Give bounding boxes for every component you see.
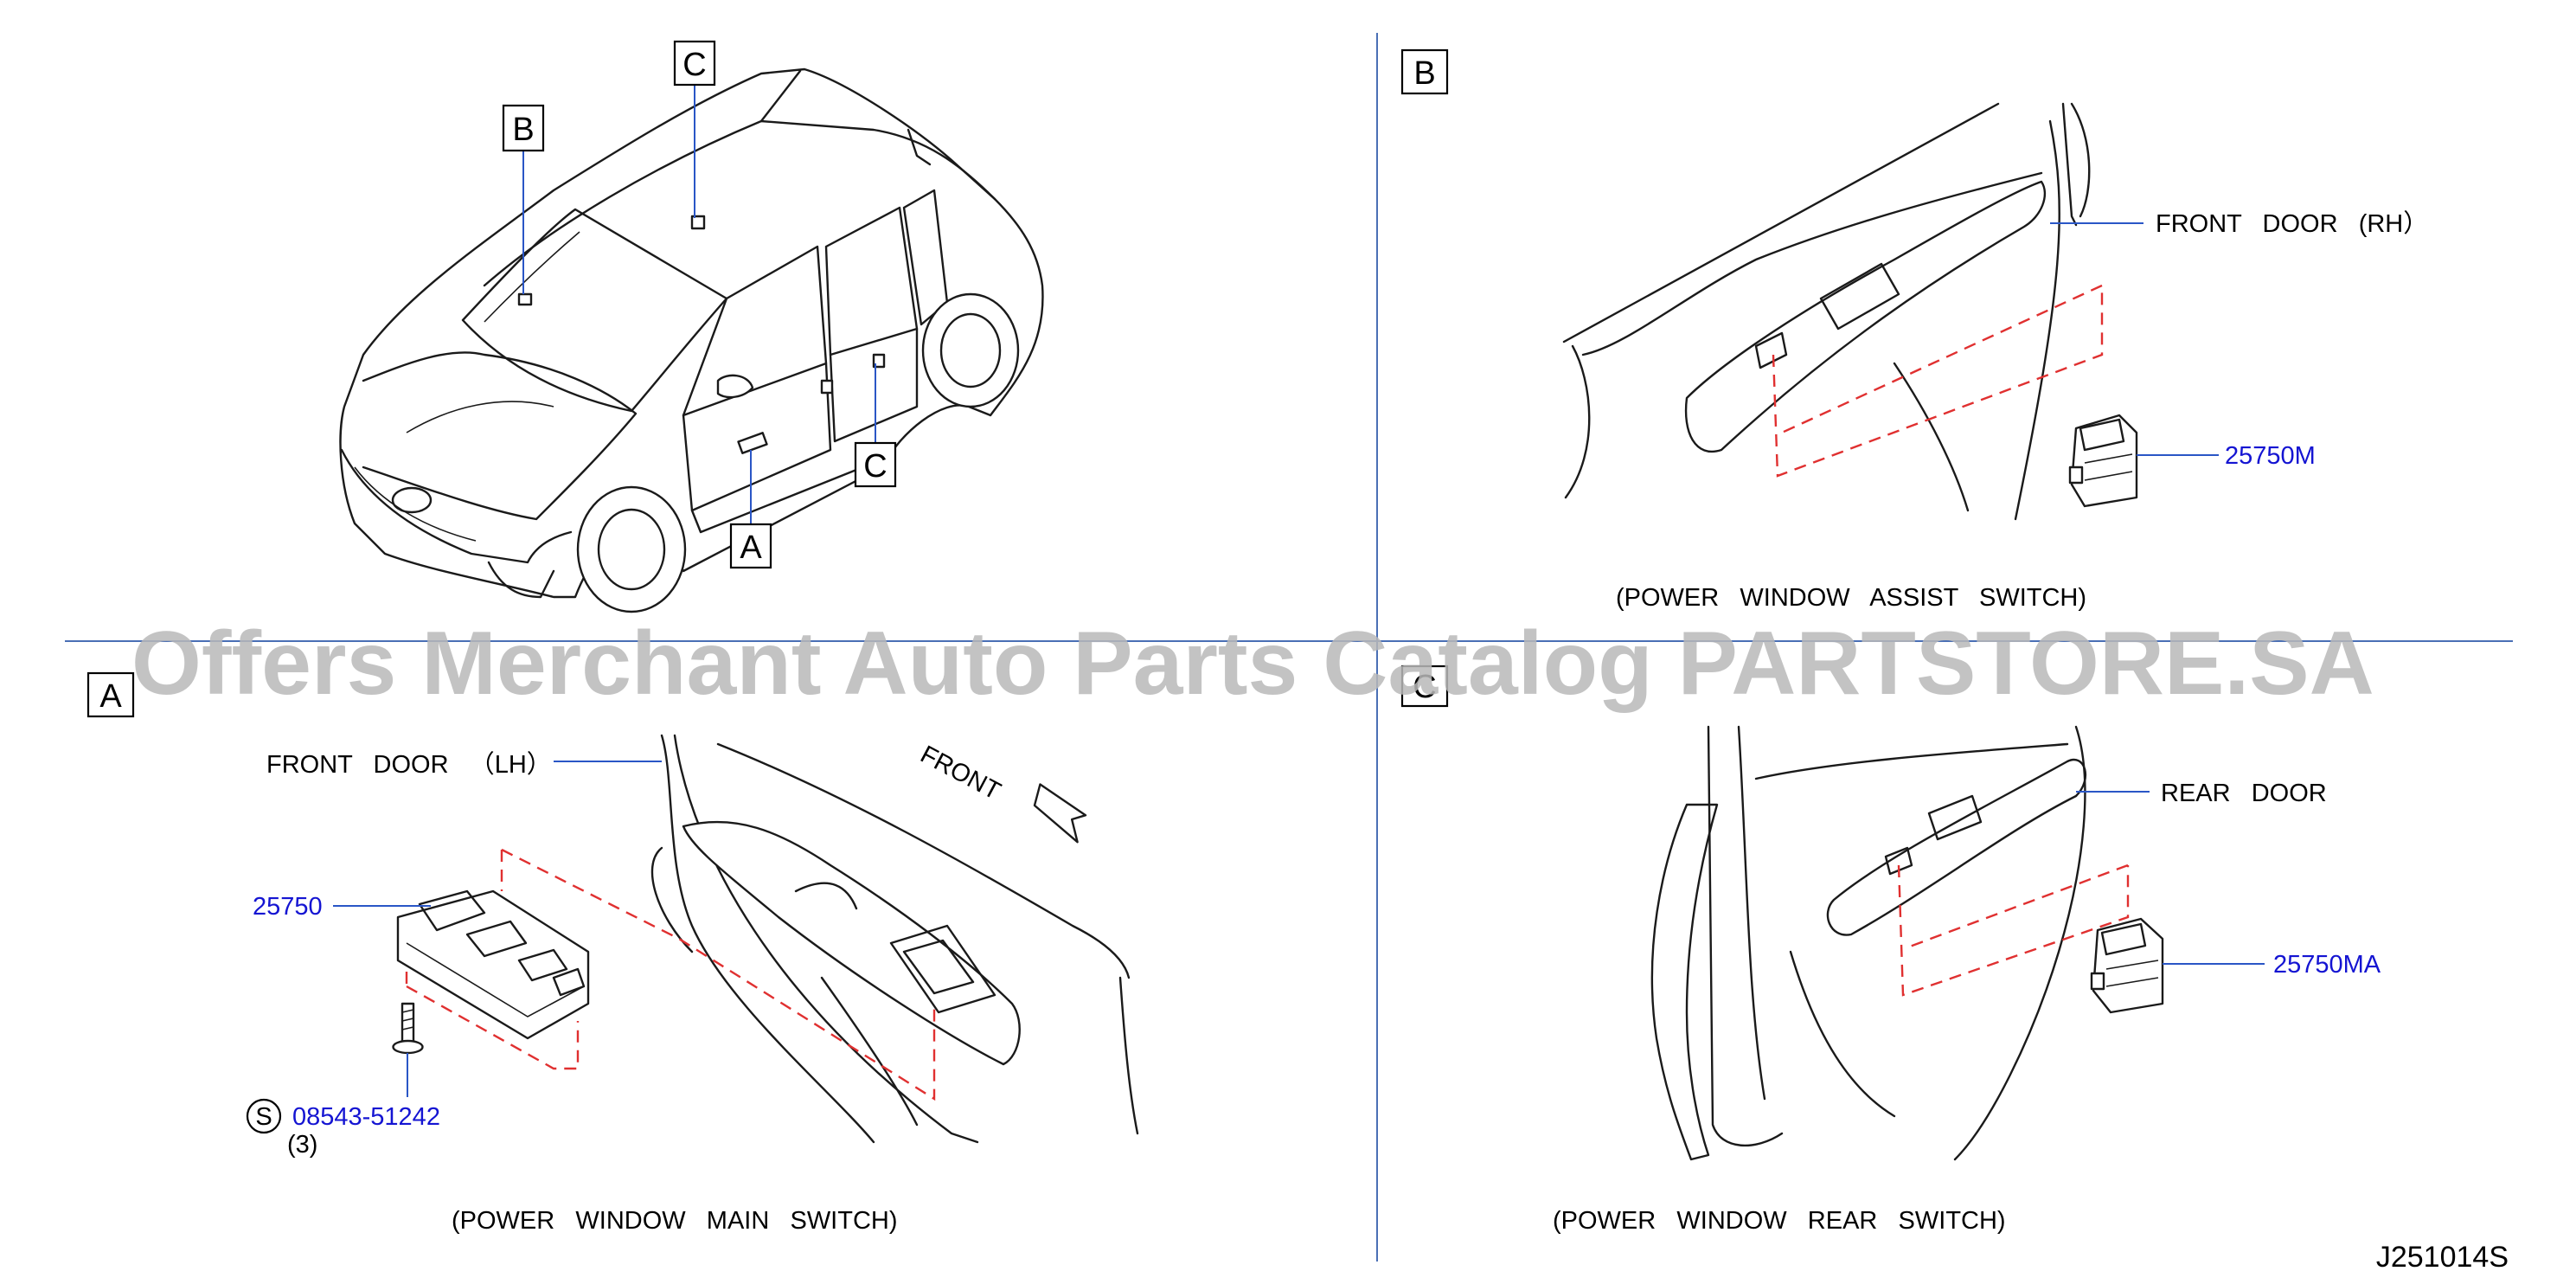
panel-b: B FRONT DOOR (RH） 25750M (POWER WINDOW A… xyxy=(1400,48,2428,612)
diagram-code: J251014S xyxy=(2376,1241,2509,1274)
part-number-25750MA: 25750MA xyxy=(2273,951,2381,979)
front-door-rh-label: FRONT DOOR (RH） xyxy=(2156,210,2428,238)
svg-text:C: C xyxy=(1413,669,1436,705)
caption-power-window-main-switch: (POWER WINDOW MAIN SWITCH) xyxy=(452,1207,898,1235)
callout-c-overview-bottom: C xyxy=(854,441,897,488)
screw-symbol: S xyxy=(255,1103,272,1131)
svg-text:C: C xyxy=(863,448,887,485)
part-number-25750: 25750 xyxy=(253,893,323,921)
svg-text:B: B xyxy=(1413,55,1435,92)
part-number-25750M: 25750M xyxy=(2225,442,2316,470)
caption-power-window-rear-switch: (POWER WINDOW REAR SWITCH) xyxy=(1553,1207,2006,1235)
svg-text:B: B xyxy=(512,112,534,148)
callout-a-overview: A xyxy=(729,523,772,569)
panel-c: C REAR DOOR 25750MA (POWER WINDOW REAR S… xyxy=(1400,664,2381,1235)
svg-text:A: A xyxy=(740,530,762,566)
screw-quantity: (3) xyxy=(287,1131,317,1159)
panel-a: A FRONT DOOR （LH） FRO xyxy=(87,671,1139,1235)
front-door-lh-label: FRONT DOOR （LH） xyxy=(266,751,552,779)
part-number-08543-51242: 08543-51242 xyxy=(292,1103,440,1131)
rear-door-label: REAR DOOR xyxy=(2161,780,2327,807)
caption-power-window-assist-switch: (POWER WINDOW ASSIST SWITCH) xyxy=(1616,584,2086,612)
callout-b-overview: B xyxy=(502,104,545,152)
front-direction-label: FRONT xyxy=(916,741,1005,806)
screw-symbol-circle xyxy=(246,1098,282,1134)
callout-c-overview-top: C xyxy=(673,40,716,87)
watermark-text: Offers Merchant Auto Parts Catalog PARTS… xyxy=(131,613,2374,714)
svg-text:A: A xyxy=(99,678,122,715)
svg-text:C: C xyxy=(682,47,706,83)
vehicle-overview-illustration xyxy=(339,67,1044,613)
